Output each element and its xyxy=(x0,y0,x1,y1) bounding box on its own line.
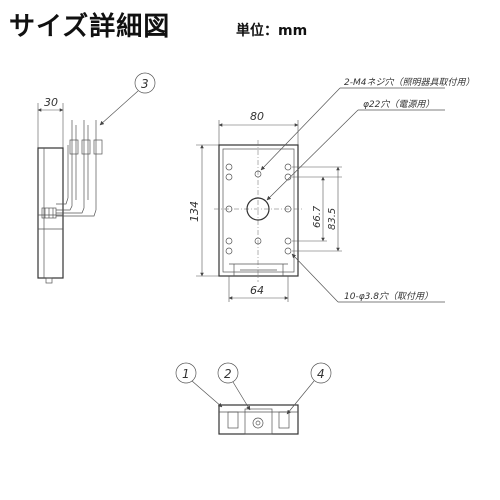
dim-height-667: 66.7 xyxy=(312,205,323,228)
dim-height-835: 83.5 xyxy=(327,208,338,230)
page-title: サイズ詳細図 xyxy=(9,12,171,42)
dim-height-left: 134 xyxy=(188,201,201,222)
balloon-1: 1 xyxy=(182,367,190,381)
dim-width-top: 80 xyxy=(250,110,264,123)
dim-width-bottom: 64 xyxy=(250,284,264,297)
balloon-4: 4 xyxy=(317,367,325,381)
front-view: 80 134 xyxy=(188,77,474,303)
bottom-view: 1 2 4 xyxy=(175,362,332,435)
dim-side-width: 30 xyxy=(44,96,58,109)
balloon-3: 3 xyxy=(141,77,149,91)
unit-label: 単位：mm xyxy=(236,23,308,39)
callout-power-hole: φ22穴（電源用） xyxy=(363,99,434,110)
callout-m4-holes: 2-M4ネジ穴（照明器具取付用） xyxy=(344,77,474,88)
balloon-2: 2 xyxy=(224,367,232,381)
side-view: 30 3 xyxy=(37,72,156,284)
callout-mount-holes: 10-φ3.8穴（取付用） xyxy=(344,291,433,302)
